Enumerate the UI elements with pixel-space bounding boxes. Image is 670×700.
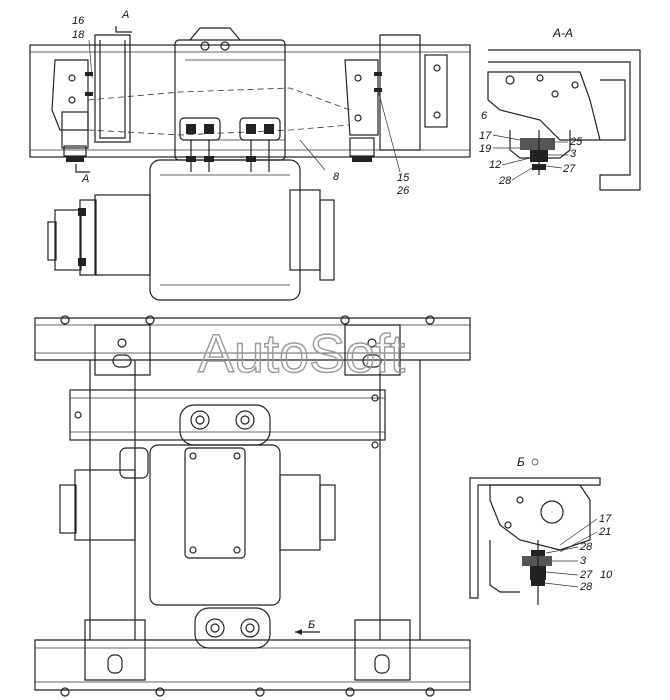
b-callout-28-bottom: 28 — [579, 581, 593, 593]
aa-callout-19: 19 — [479, 143, 491, 155]
callout-8: 8 — [333, 171, 340, 183]
b-callout-10: 10 — [600, 569, 613, 581]
arrow-b-label: Б — [308, 619, 315, 631]
transfer-case-plan — [149, 444, 281, 606]
mount-right — [239, 117, 281, 172]
bottom-view — [34, 315, 471, 697]
aa-callout-6: 6 — [481, 110, 488, 122]
aa-callout-25: 25 — [569, 136, 583, 148]
b-callout-28-top: 28 — [579, 541, 593, 553]
callout-26: 26 — [396, 185, 410, 197]
aa-callout-3: 3 — [570, 148, 577, 160]
aa-callout-27: 27 — [562, 163, 576, 175]
section-b-title: Б — [517, 455, 525, 469]
b-callout-17: 17 — [599, 513, 612, 525]
aa-callout-12: 12 — [489, 159, 501, 171]
watermark-text: AutoSoft — [198, 324, 405, 384]
section-mark-a-bottom: А — [81, 173, 89, 185]
callout-16: 16 — [72, 15, 85, 27]
section-aa-title: А-А — [552, 26, 573, 40]
aa-callout-28: 28 — [498, 175, 512, 187]
b-callout-21: 21 — [598, 526, 611, 538]
section-b — [469, 477, 601, 605]
b-callout-27: 27 — [579, 569, 593, 581]
mount-left — [179, 117, 221, 172]
section-aa — [487, 49, 641, 191]
b-callout-3: 3 — [580, 555, 587, 567]
section-mark-a-top: А — [121, 9, 129, 21]
callout-15: 15 — [397, 172, 410, 184]
aa-callout-17: 17 — [479, 130, 492, 142]
callout-18: 18 — [72, 29, 85, 41]
left-bracket — [94, 34, 131, 143]
top-view — [29, 27, 471, 301]
right-bracket — [379, 34, 421, 151]
